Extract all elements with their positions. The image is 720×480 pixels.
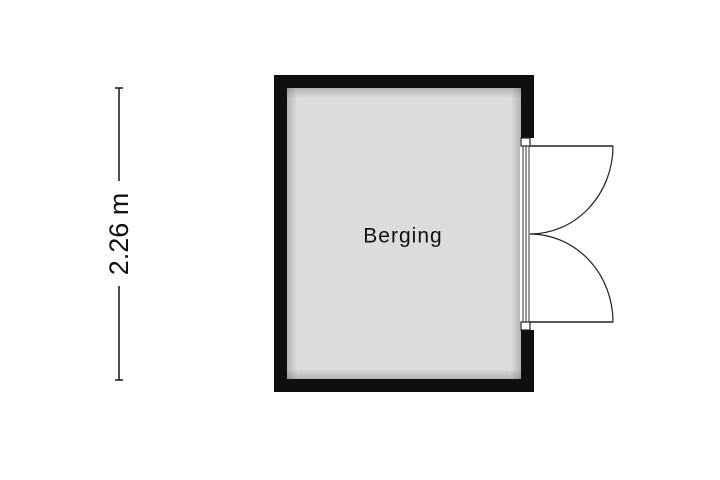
room-floor: [287, 88, 521, 379]
room-label: Berging: [363, 225, 442, 248]
door-leaf-top: [529, 145, 614, 235]
double-door: [529, 145, 614, 323]
room-walls: [274, 75, 534, 392]
dimension-line: 2.26 m: [104, 87, 134, 381]
door-opening: [520, 137, 535, 331]
dimension-label: 2.26 m: [104, 193, 134, 276]
door-leaf-bottom: [529, 233, 614, 323]
